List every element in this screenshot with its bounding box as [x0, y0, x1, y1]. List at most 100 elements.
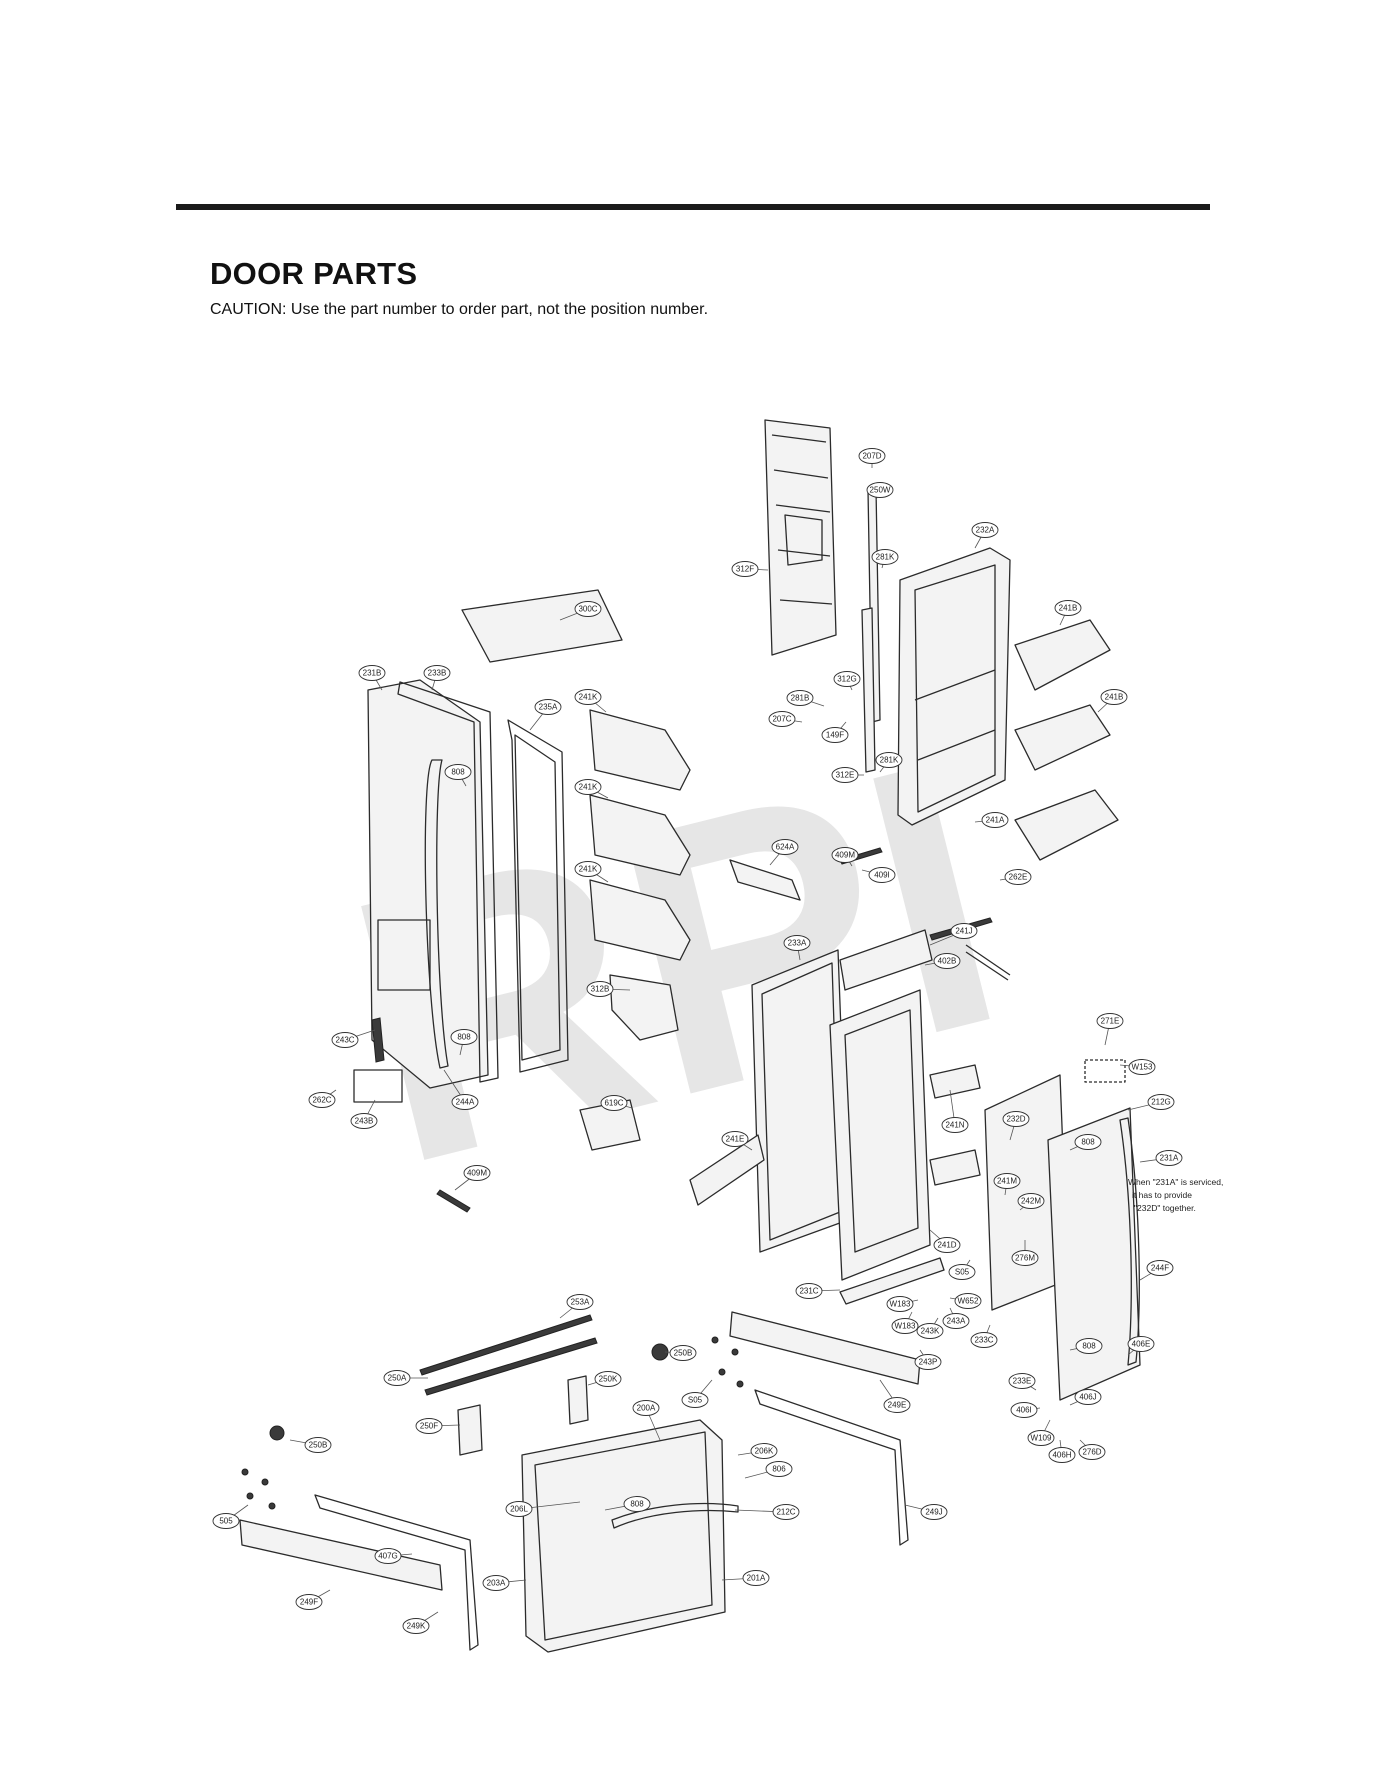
- callout-text: 281K: [880, 756, 899, 765]
- header-rule: [176, 204, 1210, 210]
- callout-text: 505: [219, 1517, 233, 1526]
- callout-text: 406J: [1079, 1393, 1096, 1402]
- callout-text: 231C: [799, 1287, 818, 1296]
- callout-bubble: [1048, 1447, 1076, 1463]
- callout-233c: 233C: [970, 1324, 998, 1348]
- callout-text: 276D: [1082, 1448, 1101, 1457]
- callout-text: 242M: [1021, 1197, 1041, 1206]
- callout-s05_a: S05: [948, 1259, 976, 1280]
- callout-806: 806: [744, 1461, 793, 1479]
- callout-249k: 249K: [402, 1611, 439, 1634]
- callout-text: 808: [1082, 1342, 1096, 1351]
- callout-w109: W109: [1027, 1419, 1055, 1446]
- callout-241j: 241J: [929, 923, 978, 946]
- callout-text: 409I: [874, 871, 890, 880]
- callout-text: 249E: [888, 1401, 907, 1410]
- callout-232a: 232A: [971, 522, 999, 549]
- callout-bubble: [1027, 1430, 1055, 1446]
- callout-text: 276M: [1015, 1254, 1035, 1263]
- callout-text: 243C: [335, 1036, 354, 1045]
- callout-808_e: 808: [604, 1496, 651, 1512]
- callout-bubble: [350, 1113, 378, 1129]
- callout-243c: 243C: [331, 1029, 376, 1048]
- callout-312e: 312E: [831, 767, 864, 783]
- callout-233a: 233A: [783, 935, 811, 961]
- screw-cluster-b: [241, 1468, 276, 1510]
- callout-text: 402B: [938, 957, 957, 966]
- callout-409i: 409I: [861, 867, 896, 883]
- callout-bubble: [1100, 689, 1128, 705]
- callout-w153: W153: [1119, 1059, 1156, 1075]
- callout-text: W109: [1031, 1434, 1052, 1443]
- svg-text:When "231A" is serviced,: When "231A" is serviced,: [1128, 1177, 1223, 1187]
- callout-text: 231B: [363, 669, 382, 678]
- callout-text: 619C: [604, 1099, 623, 1108]
- callout-244a: 244A: [443, 1069, 479, 1110]
- callout-text: 201A: [747, 1574, 766, 1583]
- callout-text: 243A: [947, 1317, 966, 1326]
- callout-bubble: [768, 711, 796, 727]
- callout-s05_b: S05: [681, 1379, 713, 1408]
- callout-text: 200A: [637, 1404, 656, 1413]
- callout-text: 244F: [1151, 1264, 1169, 1273]
- callout-bubble: [886, 1296, 914, 1312]
- callout-bubble: [295, 1594, 323, 1610]
- callout-bubble: [482, 1575, 510, 1591]
- callout-text: 300C: [578, 605, 597, 614]
- callout-bubble: [632, 1400, 660, 1416]
- callout-bubble: [771, 839, 799, 855]
- callout-281k_a: 281K: [871, 549, 899, 569]
- callout-bubble: [331, 1032, 359, 1048]
- callout-bubble: [308, 1092, 336, 1108]
- callout-206k: 206K: [737, 1443, 778, 1459]
- callout-bubble: [1074, 1389, 1102, 1405]
- callout-bubble: [868, 867, 896, 883]
- callout-bubble: [1147, 1094, 1175, 1110]
- callout-text: 241B: [1105, 693, 1124, 702]
- callout-619c: 619C: [600, 1095, 633, 1111]
- callout-249j: 249J: [904, 1504, 948, 1520]
- callout-text: 249F: [300, 1598, 318, 1607]
- callout-407g: 407G: [374, 1548, 413, 1564]
- callout-text: 808: [457, 1033, 471, 1042]
- callout-bubble: [1128, 1059, 1156, 1075]
- callout-text: 244A: [456, 1098, 475, 1107]
- callout-243b: 243B: [350, 1099, 378, 1129]
- callout-201a: 201A: [721, 1570, 770, 1586]
- callout-bubble: [831, 767, 859, 783]
- callout-808_a: 808: [444, 764, 472, 787]
- callout-text: 808: [451, 768, 465, 777]
- callout-242m: 242M: [1017, 1193, 1045, 1211]
- callout-text: 241B: [1059, 604, 1078, 613]
- callout-bubble: [600, 1095, 628, 1111]
- callout-235a: 235A: [529, 699, 562, 731]
- callout-text: 281B: [791, 694, 810, 703]
- callout-bubble: [933, 1237, 961, 1253]
- callout-250f: 250F: [415, 1418, 461, 1434]
- callout-262e: 262E: [999, 869, 1032, 885]
- callout-text: 250A: [388, 1374, 407, 1383]
- callout-bubble: [914, 1354, 942, 1370]
- callout-bubble: [916, 1323, 944, 1339]
- callout-808_c: 808: [1069, 1134, 1102, 1151]
- callout-text: 207C: [772, 715, 791, 724]
- callout-text: W153: [1132, 1063, 1153, 1072]
- callout-243k: 243K: [916, 1317, 944, 1339]
- callout-bubble: [1008, 1373, 1036, 1389]
- callout-bubble: [574, 689, 602, 705]
- callout-text: 241N: [945, 1121, 964, 1130]
- callout-bubble: [669, 1345, 697, 1361]
- callout-text: 241K: [579, 865, 598, 874]
- callout-text: 233E: [1013, 1377, 1032, 1386]
- callout-text: 235A: [539, 703, 558, 712]
- callout-409m_b: 409M: [454, 1165, 491, 1191]
- callout-text: 243K: [921, 1327, 940, 1336]
- callout-bubble: [875, 752, 903, 768]
- callout-bubble: [681, 1392, 709, 1408]
- callout-bubble: [786, 690, 814, 706]
- callout-276d: 276D: [1078, 1439, 1106, 1460]
- callout-w652: W652: [949, 1293, 982, 1309]
- callout-bubble: [920, 1504, 948, 1520]
- callout-241k_a: 241K: [574, 689, 607, 713]
- callout-text: 212G: [1151, 1098, 1171, 1107]
